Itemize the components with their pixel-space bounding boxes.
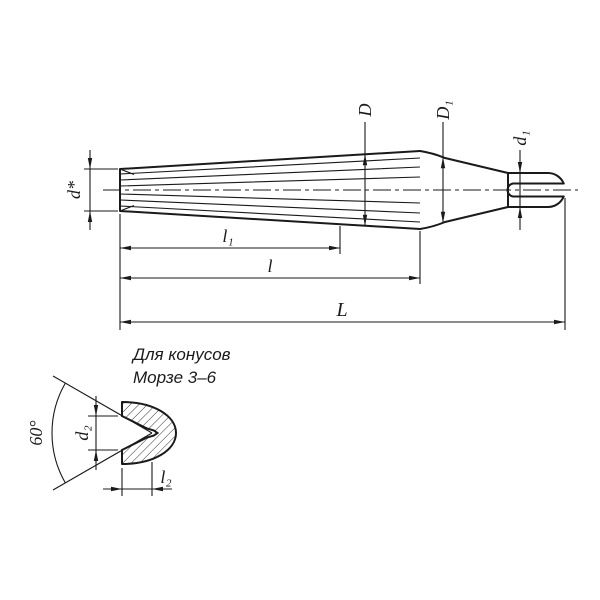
tip-dome-outline — [121, 401, 178, 465]
arrowhead — [440, 157, 446, 169]
arrowhead — [87, 211, 93, 222]
arrowhead — [152, 486, 163, 492]
arrowhead — [329, 245, 340, 251]
dim-label-l2: l₂ — [160, 467, 171, 487]
arrowhead — [93, 450, 99, 461]
arrowhead — [409, 275, 420, 281]
arrowhead — [93, 405, 99, 416]
note-line-2: Морзе 3–6 — [133, 368, 217, 387]
angle-60-lines — [51, 375, 153, 491]
arrowhead — [440, 211, 446, 223]
arrowhead — [362, 154, 368, 166]
center-hole-outline — [121, 415, 160, 451]
dim-label-angle-60: 60° — [26, 420, 46, 445]
dim-label-D1: D₁ — [433, 100, 453, 120]
labels-group: d* D D₁ d₁ l₁ l L 60° d₂ l₂ Для конусов … — [26, 100, 530, 487]
arrowhead — [517, 162, 523, 173]
note-line-1: Для конусов — [131, 345, 231, 364]
arrowhead — [120, 275, 131, 281]
dim-label-L: L — [335, 299, 347, 321]
outline-group — [119, 150, 565, 465]
entry-chamfer-lines — [119, 168, 135, 212]
dim-label-d-star: d* — [64, 181, 84, 199]
end-slot-outline — [506, 182, 565, 198]
arrowhead — [517, 207, 523, 218]
L-dimension-lines — [120, 198, 566, 330]
dim-label-d2: d₂ — [72, 425, 92, 440]
reamer-body-outline — [119, 150, 421, 230]
arrowheads-group — [87, 154, 565, 492]
center-hole-section-hatching — [122, 402, 176, 464]
dim-label-l1: l₁ — [222, 226, 233, 246]
arrowhead — [87, 158, 93, 169]
arrowhead — [120, 319, 131, 325]
arrowhead — [554, 319, 565, 325]
flute-lines — [119, 157, 421, 223]
arrowhead — [111, 486, 122, 492]
arrowhead — [362, 214, 368, 226]
l-dimension-lines — [120, 231, 421, 284]
dim-label-d1: d₁ — [510, 130, 530, 145]
l1-dimension-lines — [120, 226, 341, 254]
slotted-end-outline — [507, 172, 565, 208]
dim-label-l: l — [267, 256, 272, 276]
arrowhead — [120, 245, 131, 251]
thin-lines-group — [51, 122, 566, 496]
dim-label-D: D — [355, 104, 375, 118]
